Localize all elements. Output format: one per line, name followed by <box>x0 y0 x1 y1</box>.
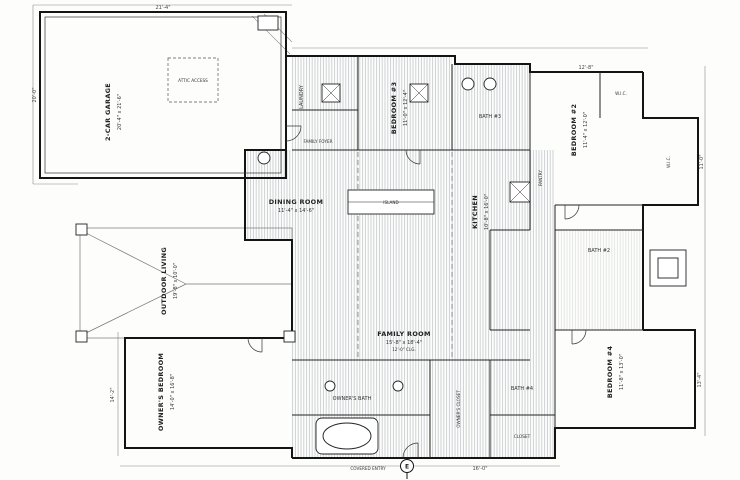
bedroom4-label: BEDROOM #4 <box>606 346 614 399</box>
meter-symbol: E <box>400 459 414 479</box>
dim-top-right: 12'-8" <box>578 65 593 71</box>
bath3-sink-left <box>461 77 475 91</box>
patio-column-sw <box>75 330 88 343</box>
dim-right-lower: 13'-4" <box>697 372 703 387</box>
skylight-box-kitchen <box>509 181 531 203</box>
hatch-hall-right <box>529 150 555 360</box>
bedroom3-label: BEDROOM #3 <box>390 82 398 135</box>
pantry-label: PANTRY <box>538 170 543 186</box>
fixtures <box>75 15 687 455</box>
kitchen-island <box>347 189 435 215</box>
wall-bedroom4 <box>292 329 696 459</box>
patio-roof <box>79 227 293 339</box>
garage-wall-inner <box>44 16 282 174</box>
hatch-top-bath <box>452 64 529 150</box>
bath2-label: BATH #2 <box>588 248 610 254</box>
dim-top: 21'-4" <box>155 5 170 11</box>
bath3-label: BATH #3 <box>479 114 501 120</box>
covered-entry-label: COVERED ENTRY <box>350 466 386 471</box>
skylight-box-right <box>409 83 429 103</box>
water-heater <box>257 151 271 165</box>
walls-exterior <box>39 11 699 459</box>
family-room-dims: 15'-8" x 18'-4" <box>386 340 422 346</box>
laundry-label: LAUNDRY <box>299 84 305 109</box>
dining-label: DINING ROOM <box>269 198 324 206</box>
family-room-label: FAMILY ROOM <box>377 330 431 338</box>
ceiling-break-lines <box>357 152 453 358</box>
vanity-sink-left <box>324 380 336 392</box>
patio-hip-lines <box>83 231 292 335</box>
dim-left-lower: 14'-2" <box>110 387 116 402</box>
garage-label: 2-CAR GARAGE <box>104 83 112 141</box>
patio-outline <box>79 227 293 339</box>
bedroom2-dims: 11'-4" x 12'-0" <box>583 112 589 148</box>
owners-bath-label: OWNER'S BATH <box>333 396 372 402</box>
outdoor-living-dims: 19'-8" x 10'-0" <box>173 263 179 299</box>
perimeter-dimensions: 21'-4" 20'-0" 12'-8" 11'-0" 13'-4" 16'-0… <box>32 5 705 472</box>
bath4-label: BATH #4 <box>511 386 533 392</box>
bedroom2-label: BEDROOM #2 <box>570 104 578 157</box>
hatch-top-rooms <box>292 56 452 150</box>
bedroom2-door <box>564 204 580 220</box>
bath3-sink-right <box>483 77 497 91</box>
bedroom4-dims: 11'-8" x 13'-0" <box>619 354 625 390</box>
bedroom3-door <box>405 149 421 165</box>
dim-bottom: 16'-0" <box>472 466 487 472</box>
owners-bedroom-label: OWNER'S BEDROOM <box>157 353 165 431</box>
family-room-clg: 12'-0" CLG. <box>392 347 416 352</box>
closet-label: CLOSET <box>514 434 531 439</box>
island-label: ISLAND <box>383 200 399 205</box>
wall-top-run <box>286 55 643 73</box>
wall-owners-bed <box>124 337 293 458</box>
skylight-box-left <box>321 83 341 103</box>
owners-bedroom-dims: 14'-0" x 16'-8" <box>170 374 176 410</box>
dim-right-upper: 11'-0" <box>699 154 705 169</box>
wall-right-upper <box>642 72 699 330</box>
attic-access-label: ATTIC ACCESS <box>178 78 208 83</box>
fireplace <box>649 249 687 287</box>
meter-letter: E <box>405 464 409 471</box>
bedroom3-dims: 11'-0" x 12'-4" <box>403 90 409 126</box>
hatch-bath2 <box>555 230 643 330</box>
attic-access-outline <box>167 57 219 103</box>
hatch-main-living <box>246 150 529 360</box>
family-foyer-label: FAMILY FOYER <box>304 139 333 144</box>
outdoor-living-label: OUTDOOR LIVING <box>160 247 168 315</box>
owners-closet-label: OWNER'S CLOSET <box>456 390 461 428</box>
bedroom4-door <box>571 329 587 345</box>
dining-dims: 11'-4" x 14'-6" <box>278 208 314 214</box>
garage-walls <box>39 11 287 179</box>
wic2-label: W.I.C. <box>615 91 627 96</box>
room-labels: 2-CAR GARAGE 20'-4" x 21'-6" ATTIC ACCES… <box>104 78 671 471</box>
patio-column-nw <box>75 223 88 236</box>
kitchen-label: KITCHEN <box>471 195 479 229</box>
walls-interior <box>292 56 643 458</box>
owners-bed-door <box>247 337 263 353</box>
wic-right-label: W.I.C. <box>666 156 671 168</box>
garage-storage-box <box>257 15 279 31</box>
wall-west-mid <box>244 149 293 338</box>
dim-left: 20'-0" <box>32 87 38 102</box>
foyer-door <box>285 125 302 142</box>
vanity-sink-right <box>392 380 404 392</box>
patio-column-se <box>283 330 296 343</box>
roof-eave-lines <box>32 4 706 467</box>
bathtub <box>315 417 379 455</box>
door-swings <box>247 125 587 459</box>
front-entry-door <box>402 442 419 459</box>
garage-dims: 20'-4" x 21'-6" <box>117 94 123 130</box>
floor-hatch-areas <box>246 56 643 458</box>
kitchen-dims: 10'-8" x 16'-0" <box>484 194 490 230</box>
